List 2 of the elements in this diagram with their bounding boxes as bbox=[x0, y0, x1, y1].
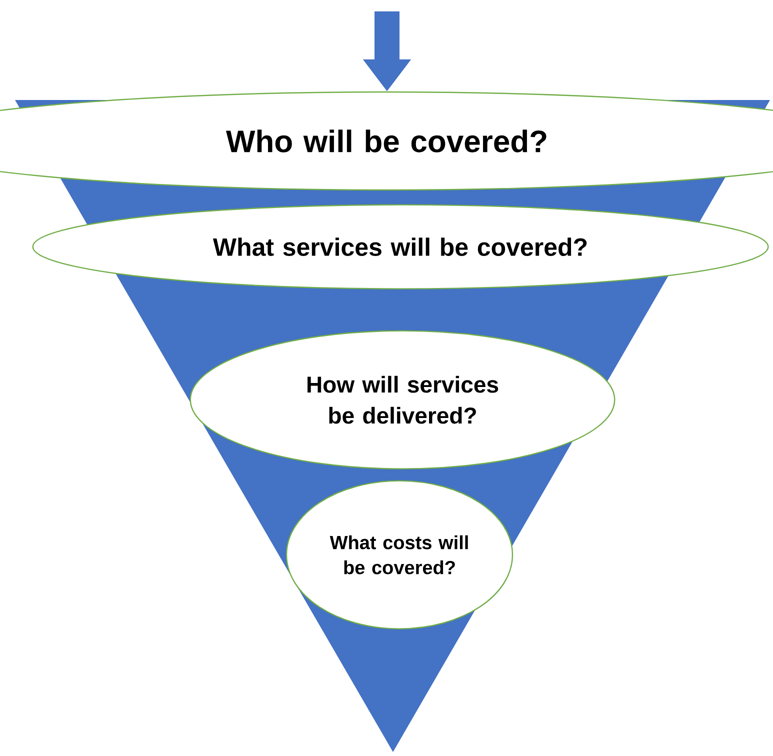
node-label: Who will be covered? bbox=[226, 130, 546, 152]
node-label: What services will be covered? bbox=[212, 238, 587, 256]
